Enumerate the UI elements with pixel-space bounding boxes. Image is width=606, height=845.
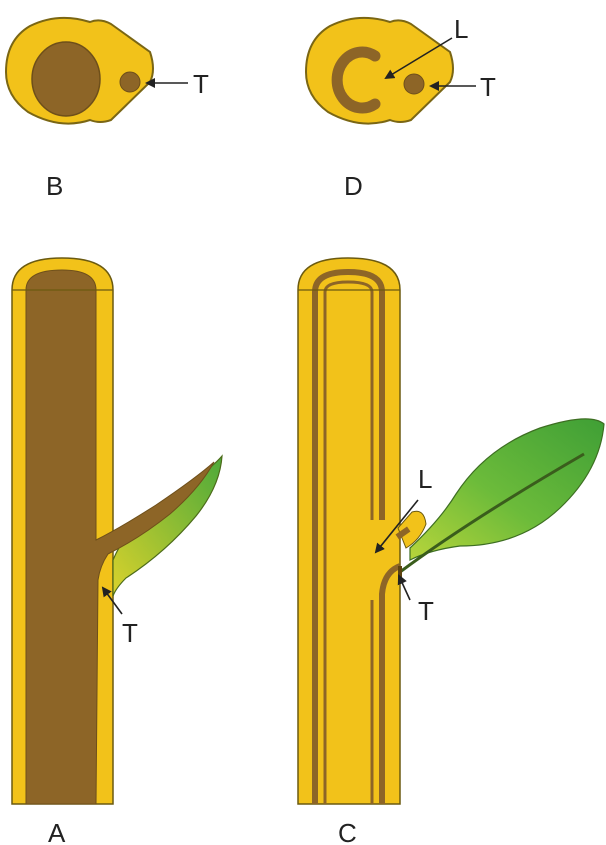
panel-b: T B (6, 18, 209, 201)
panel-letter-d: D (344, 171, 363, 201)
panel-letter-b: B (46, 171, 63, 201)
label-t-d: T (480, 72, 496, 102)
label-t-b: T (193, 69, 209, 99)
vascular-cylinder-b (32, 42, 100, 116)
label-l-c: L (418, 464, 432, 494)
panel-letter-c: C (338, 818, 357, 845)
panel-a: T A (12, 258, 222, 845)
panel-d: L T D (306, 14, 496, 201)
vascular-core-a (26, 270, 214, 804)
label-l-d: L (454, 14, 468, 44)
label-t-c: T (418, 596, 434, 626)
panel-letter-a: A (48, 818, 66, 845)
cross-section-d (306, 18, 453, 124)
leaf-trace-d (404, 74, 424, 94)
leaf-trace-b (120, 72, 140, 92)
panel-c: L T C (298, 258, 604, 845)
leaf-blade-c (410, 419, 604, 560)
label-t-a: T (122, 618, 138, 648)
